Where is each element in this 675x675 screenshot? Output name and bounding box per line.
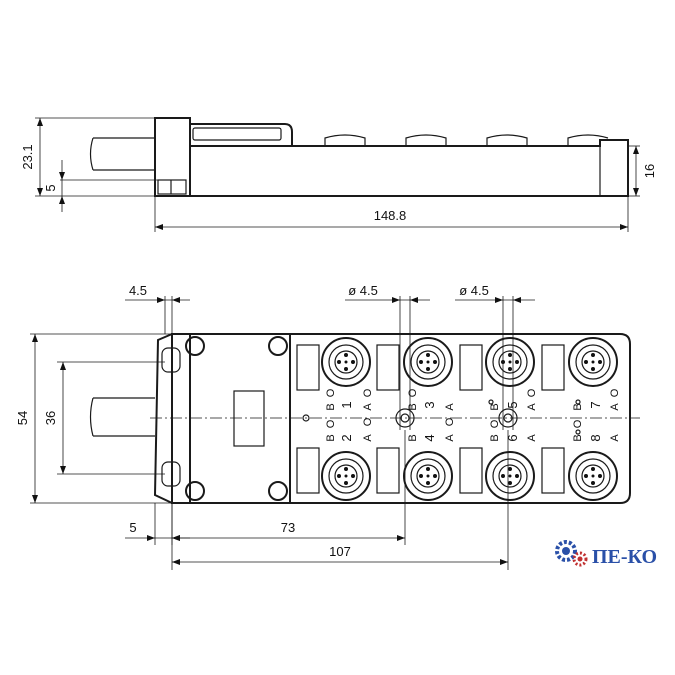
side-cable: [89, 137, 155, 171]
top-body: [171, 333, 631, 504]
port-label-o: O: [489, 419, 501, 428]
port-label-a: A: [609, 434, 621, 442]
port-number: 7: [588, 401, 603, 408]
port-connector-icon: [568, 451, 618, 501]
port-label-b: B: [489, 434, 501, 441]
port-connector-icon: [485, 337, 535, 387]
port-label-o: O: [444, 417, 456, 426]
screw-icon: [268, 481, 288, 501]
port-label-a: A: [444, 434, 456, 442]
port-number: 3: [422, 401, 437, 408]
port-connector-icon: [485, 451, 535, 501]
side-connector-foot: [157, 179, 187, 195]
port-label-b: B: [325, 403, 337, 410]
port-number: 8: [588, 434, 603, 441]
company-logo: ПЕ-КО: [555, 540, 657, 568]
dim-hole-diameter-2: ø 4.5: [459, 283, 489, 298]
dim-side-right-height: 16: [642, 164, 657, 178]
port-label-o: O: [325, 388, 337, 397]
dim-hole1-distance: 73: [281, 520, 295, 535]
port-label-o: O: [526, 388, 538, 397]
top-connector-plate: [153, 333, 173, 504]
port-number: 1: [339, 401, 354, 408]
port-label-o: O: [407, 388, 419, 397]
dim-side-height: 23.1: [20, 144, 35, 169]
port-number: 4: [422, 434, 437, 441]
dim-width: 54: [15, 411, 30, 425]
port-label-a: A: [526, 434, 538, 442]
port-label-o: O: [609, 388, 621, 397]
port-label-b: B: [325, 434, 337, 441]
port-label-o: O: [362, 388, 374, 397]
port-label-a: A: [362, 403, 374, 411]
gear-icon: [555, 540, 588, 567]
port-label-o: O: [325, 419, 337, 428]
mounting-hole-icon: [498, 408, 518, 428]
port-label-b: B: [572, 403, 584, 410]
dim-hole2-distance: 107: [329, 544, 351, 559]
dim-bottom-offset: 5: [129, 520, 136, 535]
dim-hole-diameter-1: ø 4.5: [348, 283, 378, 298]
port-label-o: O: [572, 419, 584, 428]
port-connector-icon: [403, 451, 453, 501]
dim-inner-width: 36: [43, 411, 58, 425]
screw-icon: [268, 336, 288, 356]
port-number: 2: [339, 434, 354, 441]
port-connector-icon: [321, 451, 371, 501]
port-label-b: B: [407, 403, 419, 410]
port-connector-icon: [403, 337, 453, 387]
top-cable: [89, 397, 155, 437]
screw-icon: [185, 336, 205, 356]
port-connector-icon: [568, 337, 618, 387]
port-label-o: O: [362, 417, 374, 426]
side-view: 23.1 5 16 148.8: [20, 117, 657, 232]
mounting-hole-icon: [395, 408, 415, 428]
port-label-a: A: [362, 434, 374, 442]
dim-side-offset: 5: [43, 184, 58, 191]
port-number: 6: [505, 434, 520, 441]
top-view: 1 3 5 7 2 4 6 8 B A B A B A B A B A B A …: [15, 283, 640, 570]
port-connector-icon: [321, 337, 371, 387]
dim-total-length: 148.8: [374, 208, 407, 223]
port-label-a: A: [444, 403, 456, 411]
port-label-a: A: [526, 403, 538, 411]
port-label-a: A: [609, 403, 621, 411]
dim-top-offset: 4.5: [129, 283, 147, 298]
port-label-b: B: [572, 434, 584, 441]
port-label-b: B: [489, 403, 501, 410]
top-cover: [189, 333, 291, 504]
port-number: 5: [505, 401, 520, 408]
logo-text: ПЕ-КО: [592, 546, 657, 568]
port-label-b: B: [407, 434, 419, 441]
side-housing-cap: [190, 123, 293, 146]
top-label-window: [233, 390, 265, 447]
screw-icon: [185, 481, 205, 501]
side-connector-head: [154, 117, 191, 197]
side-body: [189, 139, 629, 197]
